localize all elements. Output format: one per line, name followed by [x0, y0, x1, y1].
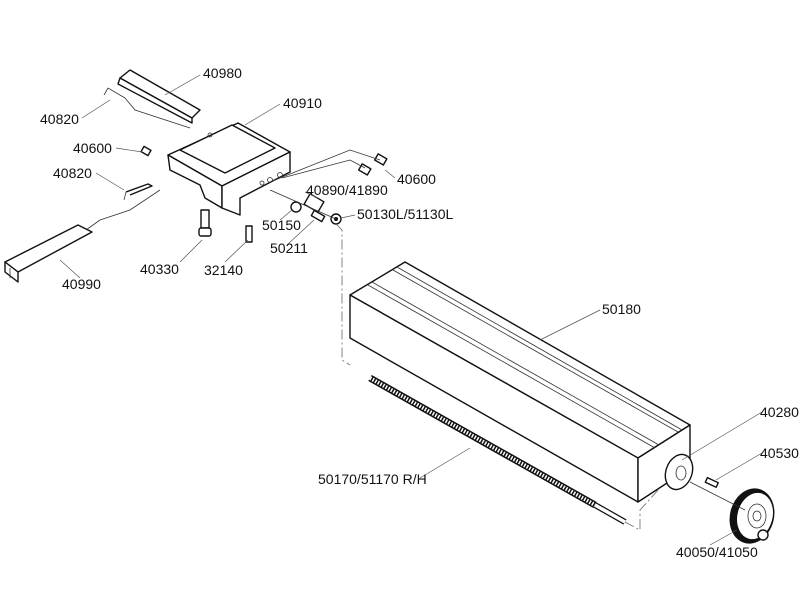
part-labels: 40980 40820 40910 40600 40820 40600 4089…: [40, 65, 799, 560]
label-40820-b: 40820: [53, 165, 92, 181]
label-32140: 32140: [204, 262, 243, 278]
label-40820: 40820: [40, 111, 79, 127]
saddle-block-40910: [167, 122, 291, 216]
label-40600: 40600: [73, 140, 112, 156]
label-50211: 50211: [270, 240, 308, 256]
handwheel-40050: [729, 488, 775, 544]
label-40990: 40990: [62, 276, 101, 292]
label-40600-b: 40600: [397, 171, 436, 187]
label-40280: 40280: [760, 404, 799, 420]
label-50180: 50180: [602, 301, 641, 317]
label-40050: 40050/41050: [676, 544, 758, 560]
label-40910: 40910: [283, 95, 322, 111]
dial-40280: [664, 453, 694, 491]
label-50170: 50170/51170 R/H: [318, 471, 427, 487]
label-40890: 40890/41890: [306, 182, 388, 198]
leadscrew-50170: [368, 374, 627, 525]
gib-strip-40990: [4, 224, 93, 283]
label-50150: 50150: [262, 217, 301, 233]
assembly-lines: [85, 97, 746, 531]
table-50180: [349, 261, 691, 503]
label-40330: 40330: [140, 261, 179, 277]
label-40980: 40980: [203, 65, 242, 81]
leader-lines: [59, 74, 763, 546]
screw-40530: [704, 476, 719, 488]
small-parts: [123, 145, 388, 243]
label-40530: 40530: [760, 445, 799, 461]
gib-strip-40980: [103, 69, 201, 124]
label-50130L: 50130L/51130L: [357, 206, 453, 222]
